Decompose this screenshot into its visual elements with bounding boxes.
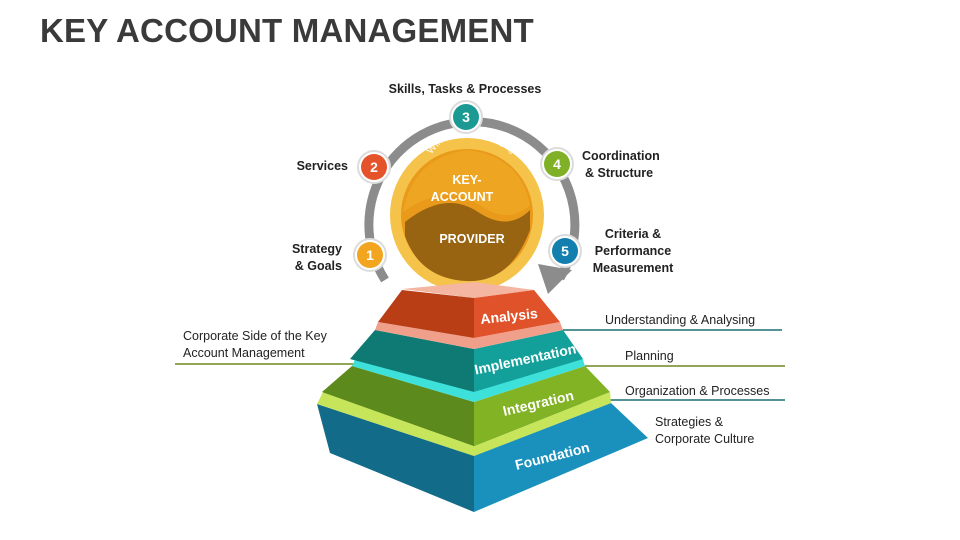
cycle-arrow-head: [538, 264, 572, 294]
pyramid: Analysis Implementation Integration Foun…: [317, 282, 648, 512]
step-badge-3: 3: [449, 100, 483, 134]
note-strategies-line-2: Corporate Culture: [655, 432, 754, 446]
note-understanding-analysing: Understanding & Analysing: [605, 313, 755, 327]
step-number: 1: [366, 247, 374, 263]
analysis-layer-right: [474, 290, 560, 338]
foundation-layer-right: [474, 403, 648, 512]
note-planning: Planning: [625, 349, 674, 363]
left-note-line-2: Account Management: [183, 346, 305, 360]
foundation-layer-left: [317, 404, 474, 512]
step-label-1-line-1: Strategy: [292, 242, 342, 256]
core-line-3: PROVIDER: [439, 232, 504, 246]
note-strategies-line-1: Strategies &: [655, 415, 724, 429]
layer-label-analysis: Analysis: [480, 305, 539, 327]
note-organization-processes: Organization & Processes: [625, 384, 770, 398]
step-label-5-line-3: Measurement: [593, 261, 674, 275]
step-number: 5: [561, 243, 569, 259]
step-label-5-line-1: Criteria &: [605, 227, 661, 241]
implementation-layer-right: [474, 330, 583, 392]
analysis-layer-left: [378, 290, 474, 338]
step-label-4-line-1: Coordination: [582, 149, 660, 163]
step-number: 3: [462, 109, 470, 125]
step-label-5-line-2: Performance: [595, 244, 671, 258]
implementation-separator: [352, 357, 585, 402]
integration-separator: [317, 392, 611, 456]
key-account-core: Win-Win-Advantages KEY- ACCOUNT PROVIDER: [390, 125, 544, 292]
core-line-1: KEY-: [452, 173, 481, 187]
analysis-separator: [375, 322, 563, 349]
step-label-3: Skills, Tasks & Processes: [389, 82, 542, 96]
step-badge-4: 4: [540, 147, 574, 181]
step-badge-1: 1: [353, 238, 387, 272]
step-badge-2: 2: [357, 150, 391, 184]
integration-layer-left: [322, 366, 474, 446]
step-badge-5: 5: [548, 234, 582, 268]
step-label-4-line-2: & Structure: [585, 166, 653, 180]
step-number: 2: [370, 159, 378, 175]
step-number: 4: [553, 156, 561, 172]
implementation-layer-left: [350, 330, 474, 392]
step-label-1-line-2: & Goals: [295, 259, 342, 273]
left-note-line-1: Corporate Side of the Key: [183, 329, 328, 343]
analysis-layer-top: [402, 282, 534, 298]
integration-layer-right: [474, 366, 610, 446]
core-line-2: ACCOUNT: [431, 190, 494, 204]
page-title: KEY ACCOUNT MANAGEMENT: [40, 12, 534, 49]
step-label-2: Services: [297, 159, 348, 173]
